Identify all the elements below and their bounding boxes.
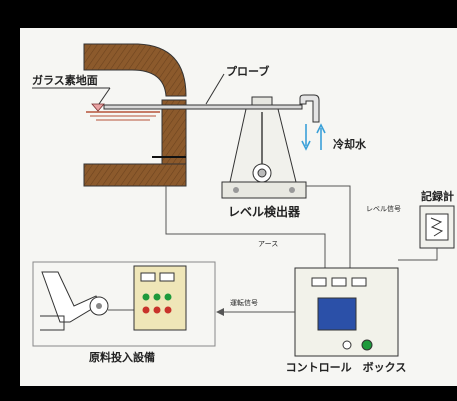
equipment-lamp-red [164,306,172,314]
earth-label: アース [258,240,278,248]
detector-wheel-hub [257,168,267,178]
level-detector-label: レベル検出器 [228,204,301,219]
detector-base-bolt [233,187,239,193]
equipment-panel-meter [140,272,156,282]
furnace-wall-hatch [162,100,186,164]
probe [103,94,320,123]
level-signal-label: レベル信号 [366,204,401,213]
probe-label: プローブ [226,64,269,78]
equipment-lamp-red [153,306,161,314]
furnace-arch-hatch [84,44,186,96]
feeder-wheel-hub [96,303,102,309]
control-box-meter [351,277,367,287]
cooling-in-arrow-head [301,140,311,151]
recorder [419,205,455,249]
equipment-panel-meter [159,272,175,282]
control-box-display [317,297,357,331]
equipment-lamp-green [153,293,161,301]
equipment-frame [32,261,216,347]
detector-probe-holder [251,96,273,106]
glass-level-marker [91,103,105,112]
glass-melt [86,103,160,121]
equipment-lamp-green [164,293,172,301]
recorder-chart [425,213,449,241]
probe-leader [205,73,225,105]
recorder-label: 記録計 [421,189,454,203]
level-signal-line [306,185,351,268]
recorder-trace [430,217,444,237]
earth-line [165,186,326,268]
cooling-out-arrow-head [316,123,326,134]
control-box-label: コントロール ボックス [286,360,407,374]
cooling-water-label: 冷却水 [333,137,367,151]
raw-material-equipment-label: 原料投入設備 [89,350,155,364]
cooling-pipe [299,94,320,123]
raw-material-equipment [32,261,216,347]
equipment-lamp-green [142,293,150,301]
equipment-lamp-red [142,306,150,314]
glass-surface-leader [98,87,111,105]
glass-surface-label: ガラス素地面 [32,73,98,87]
control-box-meter [331,277,347,287]
control-box-lamp [361,339,373,351]
operation-signal-label: 運転信号 [230,298,258,307]
detector-base-bolt [289,187,295,193]
probe-rod [103,104,303,110]
cooling-water-arrows [301,123,326,151]
control-box-switch [342,340,352,350]
control-box [294,267,399,357]
control-box-meter [311,277,327,287]
level-detector [221,96,307,199]
recorder-line [398,248,438,261]
detector-base [221,181,307,199]
hopper-bracket [40,315,65,331]
furnace [83,43,187,187]
furnace-floor-hatch [84,164,186,186]
